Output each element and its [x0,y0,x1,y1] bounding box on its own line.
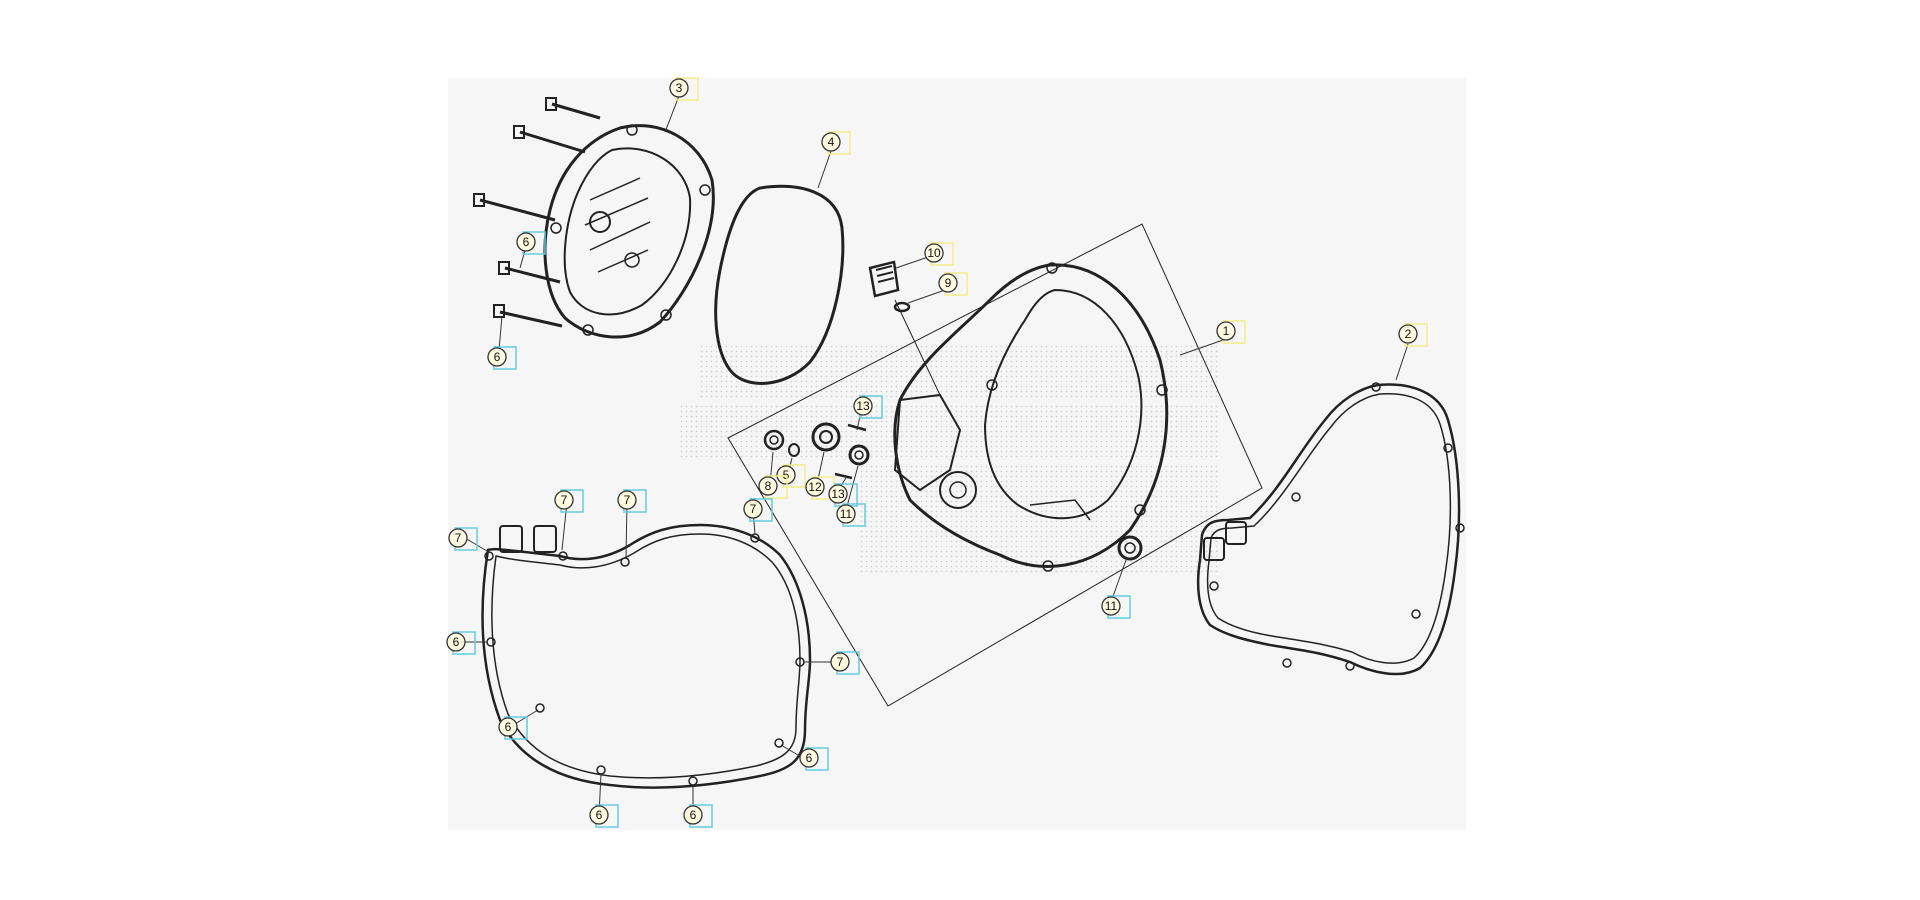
callout-number: 6 [806,751,813,765]
callout-number: 9 [945,276,952,290]
right-gasket-part [1196,382,1465,676]
assembly-frame [727,223,1263,707]
callout-circle [938,273,958,293]
callout-13-10: 13 [828,483,858,507]
callout-circle [1101,596,1121,616]
callout-6-21: 6 [498,716,528,740]
callout-number: 7 [837,655,844,669]
callout-number: 7 [750,502,757,516]
small-parts [763,260,1143,561]
callout-circle [776,465,796,485]
callout-1-2: 1 [1216,320,1246,344]
callout-number: 10 [927,246,941,260]
callout-number: 2 [1405,327,1412,341]
callout-6-14: 6 [487,346,517,370]
callout-number: 7 [624,493,631,507]
clutch-cover-part [543,124,715,339]
callout-7-18: 7 [743,498,773,522]
callout-number: 8 [765,479,772,493]
callout-11-11: 11 [836,503,866,527]
callout-12-9: 12 [805,476,835,500]
callout-9-5: 9 [938,272,968,296]
callout-7-17: 7 [448,527,478,551]
callout-circle [805,477,825,497]
callout-2-3: 2 [1398,323,1428,347]
callout-circle [853,396,873,416]
callout-circle [828,484,848,504]
callout-circle [589,805,609,825]
callout-11-12: 11 [1101,595,1131,619]
callout-number: 7 [455,531,462,545]
callout-number: 11 [1105,599,1118,613]
left-gasket-part [481,523,812,789]
callout-number: 6 [596,808,603,822]
callout-number: 5 [783,468,790,482]
callout-circle [448,528,468,548]
callout-circle [516,232,536,252]
callout-circle [498,717,518,737]
callout-circle [446,632,466,652]
callout-number: 3 [676,81,683,95]
callout-6-13: 6 [516,231,546,255]
o-ring-part [714,184,845,385]
callout-number: 13 [856,399,870,413]
callout-circle [836,504,856,524]
callout-number: 6 [494,350,501,364]
callout-8-8: 8 [758,475,788,499]
callout-circle [1216,321,1236,341]
callout-number: 6 [453,635,460,649]
callout-circle [799,748,819,768]
callout-13-6: 13 [853,395,883,419]
callout-circle [669,78,689,98]
watermark-dots [680,345,1220,575]
callout-circle [821,132,841,152]
bolts [473,97,601,328]
callout-circle [554,490,574,510]
callout-6-19: 6 [446,631,476,655]
callout-6-24: 6 [683,804,713,828]
callout-7-15: 7 [554,489,584,513]
callout-number: 4 [828,135,835,149]
callout-7-16: 7 [617,489,647,513]
callout-6-23: 6 [589,804,619,828]
callout-7-20: 7 [830,651,860,675]
callout-number: 12 [808,480,822,494]
callout-10-4: 10 [924,242,954,266]
callout-circle [743,499,763,519]
callout-number: 13 [831,487,845,501]
callout-circle [830,652,850,672]
callout-number: 6 [505,720,512,734]
callout-circle [683,805,703,825]
callout-number: 6 [523,235,530,249]
callout-circle [758,476,778,496]
callout-circle [617,490,637,510]
callout-6-22: 6 [799,747,829,771]
callout-number: 7 [561,493,568,507]
inner-cover-part [893,262,1169,572]
callout-circle [1398,324,1418,344]
callout-circle [924,243,944,263]
callout-circle [487,347,507,367]
callout-4-1: 4 [821,131,851,155]
callout-number: 11 [840,507,853,521]
callout-number: 6 [690,808,697,822]
callout-number: 1 [1223,324,1230,338]
callout-3-0: 3 [669,77,699,101]
